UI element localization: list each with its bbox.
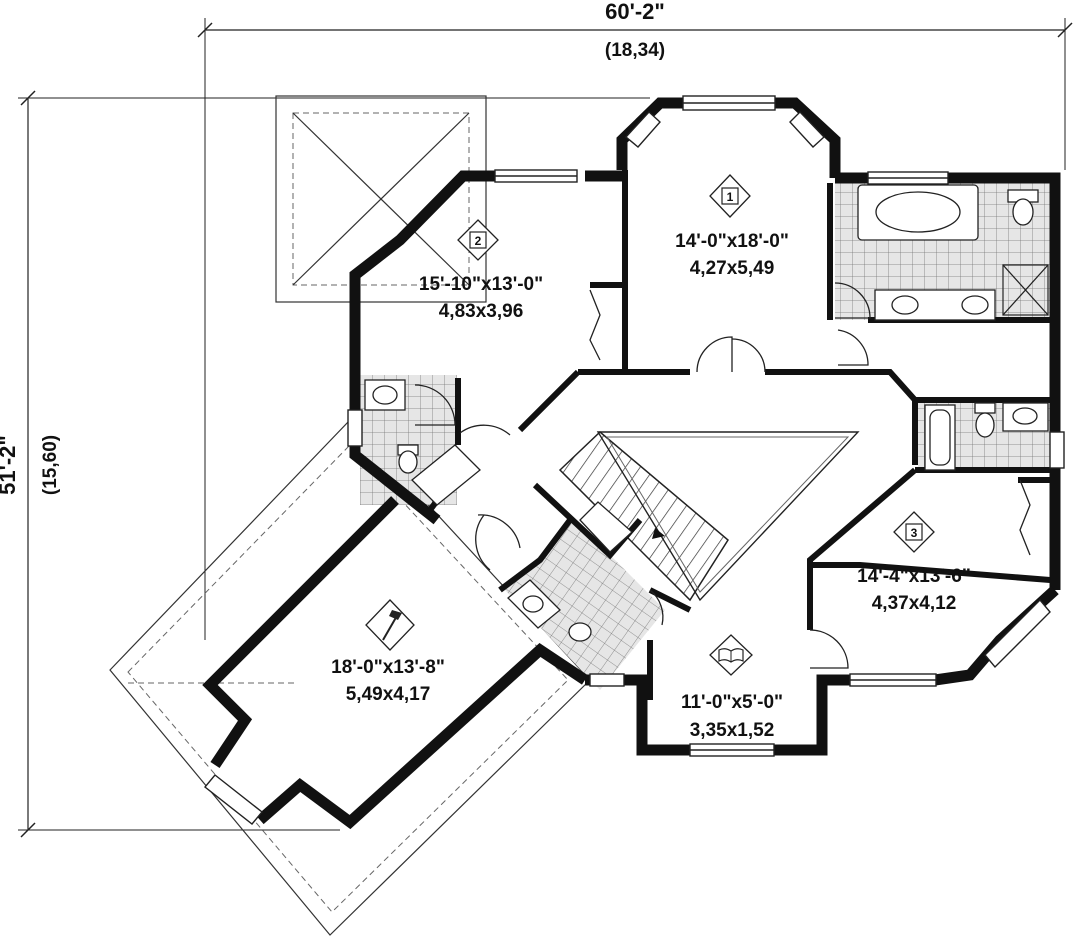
bedroom-2-size-imperial: 15'-10"x13'-0" bbox=[419, 274, 543, 295]
bedroom-1-size-metric: 4,27x5,49 bbox=[690, 258, 775, 279]
bedroom-1-tag: 1 bbox=[709, 174, 751, 218]
reading-nook-size-imperial: 11'-0"x5'-0" bbox=[681, 692, 783, 713]
bedroom-1-size-imperial: 14'-0"x18'-0" bbox=[675, 231, 789, 252]
bedroom-3-tag: 3 bbox=[893, 511, 935, 553]
bonus-room-size-imperial: 18'-0"x13'-8" bbox=[331, 657, 445, 678]
reading-nook-size-metric: 3,35x1,52 bbox=[690, 720, 775, 741]
dimension-lines bbox=[18, 18, 1073, 838]
roof-outline bbox=[109, 95, 591, 936]
bedroom-2-tag: 2 bbox=[457, 219, 499, 261]
bedroom-2-size-metric: 4,83x3,96 bbox=[439, 301, 524, 322]
staircase bbox=[558, 430, 860, 602]
bedroom-2-number: 2 bbox=[475, 234, 482, 248]
bedroom-3-size-metric: 4,37x4,12 bbox=[872, 593, 957, 614]
overall-depth-metric: (15,60) bbox=[40, 435, 61, 495]
bonus-room-size-metric: 5,49x4,17 bbox=[346, 684, 431, 705]
windows bbox=[204, 95, 1065, 825]
bedroom-3-size-imperial: 14'-4"x13'-6" bbox=[857, 566, 971, 587]
hammer-icon bbox=[365, 599, 415, 651]
bath-fixtures bbox=[364, 184, 1049, 642]
bedroom-3-number: 3 bbox=[911, 526, 918, 540]
overall-depth-label: 51'-2" bbox=[0, 435, 20, 495]
bedroom-1-number: 1 bbox=[727, 190, 734, 204]
overall-width-label: 60'-2" bbox=[605, 0, 665, 24]
doors bbox=[414, 264, 1049, 669]
overall-width-metric: (18,34) bbox=[605, 40, 665, 61]
open-book-icon bbox=[709, 634, 753, 676]
